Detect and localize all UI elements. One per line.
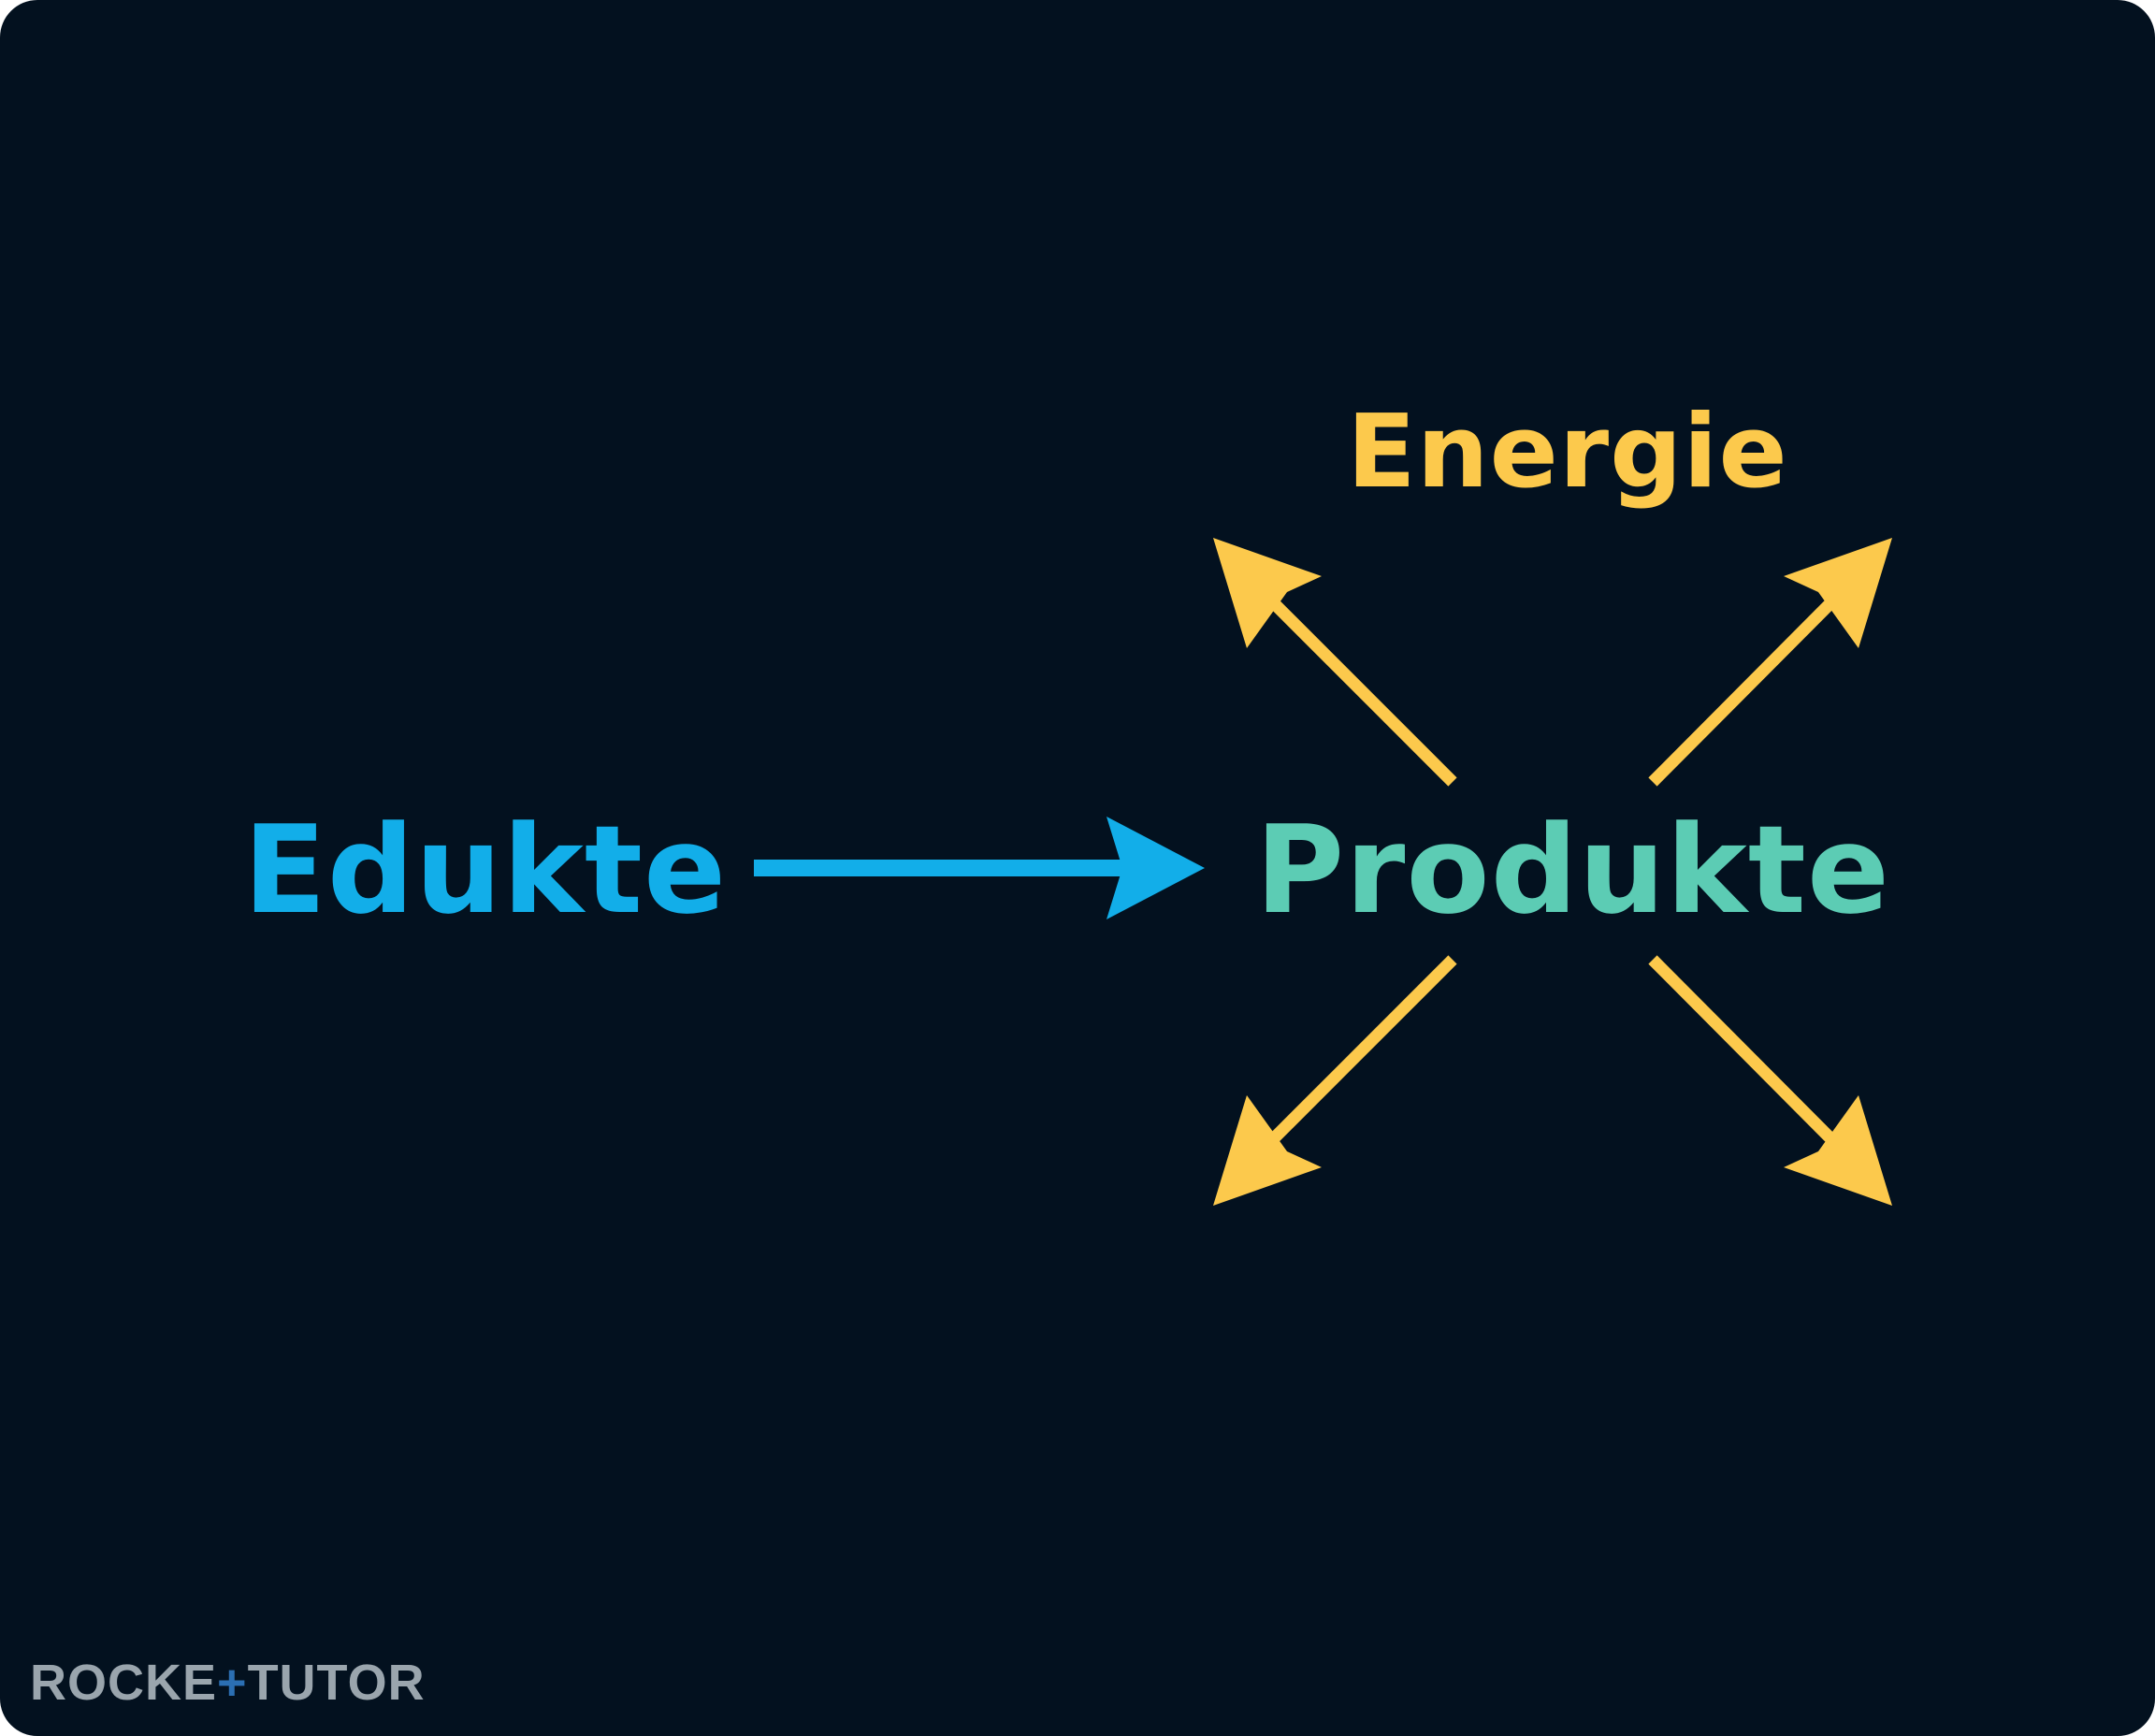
energy-arrow-up-right: [1648, 538, 1892, 787]
energy-arrow-down-left: [1213, 955, 1457, 1206]
logo-plus-mark: +: [217, 1655, 248, 1711]
logo-text-o: O: [347, 1655, 388, 1711]
logo-text-rocke: ROCKE: [30, 1655, 218, 1711]
logo-text-tut: TUT: [247, 1655, 348, 1711]
energy-arrow-up-left: [1213, 538, 1457, 787]
energy-arrow-down-right: [1648, 955, 1892, 1206]
reaction-arrow: [754, 817, 1205, 919]
logo-text-r: R: [387, 1655, 426, 1711]
energy-label: Energie: [1347, 394, 1788, 511]
reactants-label: Edukte: [243, 799, 728, 941]
rocket-tutor-logo: ROCKE+TUTOR: [30, 1657, 426, 1708]
products-label: Produkte: [1255, 799, 1891, 941]
